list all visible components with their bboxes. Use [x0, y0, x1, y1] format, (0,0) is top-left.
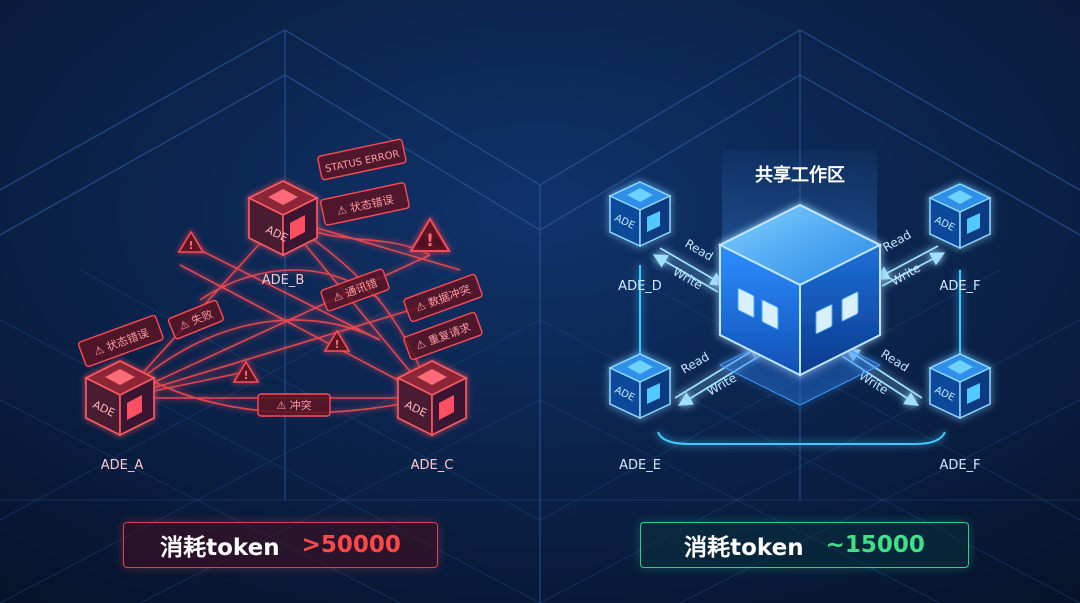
node-label-ade-a: ADE_A	[101, 458, 144, 473]
token-label: 消耗token	[160, 535, 280, 561]
left-token-usage: 消耗token >50000	[123, 522, 438, 568]
floor-grid	[0, 269, 1080, 603]
node-ade-e: ADE	[608, 353, 672, 420]
warning-icon: !	[232, 360, 260, 383]
room-wireframe	[0, 29, 1080, 603]
svg-text:⚠ 冲突: ⚠ 冲突	[276, 398, 311, 412]
ring-connections	[639, 265, 961, 445]
warning-icon: !	[323, 329, 351, 352]
svg-text:!: !	[243, 369, 248, 382]
node-ade-a: ADE	[84, 360, 156, 437]
token-value: ~15000	[825, 532, 925, 558]
error-tag-1: ⚠ 状态错误	[319, 182, 410, 226]
svg-text:!: !	[188, 239, 193, 252]
token-value: >50000	[301, 532, 401, 558]
error-tag-2: ⚠ 状态错误	[77, 314, 164, 368]
node-ade-b: ADE	[247, 180, 319, 257]
warning-icon: !	[409, 217, 451, 252]
token-label: 消耗token	[684, 535, 804, 561]
error-tag-7: ⚠ 冲突	[257, 393, 331, 417]
node-label-ade-c: ADE_C	[411, 458, 454, 473]
node-label-ade-f-bottom: ADE_F	[939, 458, 980, 473]
shared-workspace-cube	[717, 203, 883, 406]
right-token-usage: 消耗token ~15000	[640, 522, 969, 568]
node-ade-f-top: ADE	[928, 183, 992, 250]
node-label-ade-f-top: ADE_F	[939, 279, 980, 294]
document-icon	[737, 287, 859, 335]
svg-text:!: !	[334, 338, 339, 351]
node-ade-f-bottom: ADE	[928, 353, 992, 420]
node-label-ade-d: ADE_D	[618, 279, 662, 294]
node-ade-c: ADE	[396, 360, 468, 437]
workspace-label: 共享工作区	[755, 164, 845, 186]
node-ade-d: ADE	[608, 181, 672, 248]
node-label-ade-e: ADE_E	[619, 458, 661, 473]
warning-icons: ! ! ! !	[177, 217, 451, 383]
node-label-ade-b: ADE_B	[262, 273, 305, 288]
warning-icon: !	[177, 230, 205, 253]
svg-text:!: !	[426, 231, 434, 251]
